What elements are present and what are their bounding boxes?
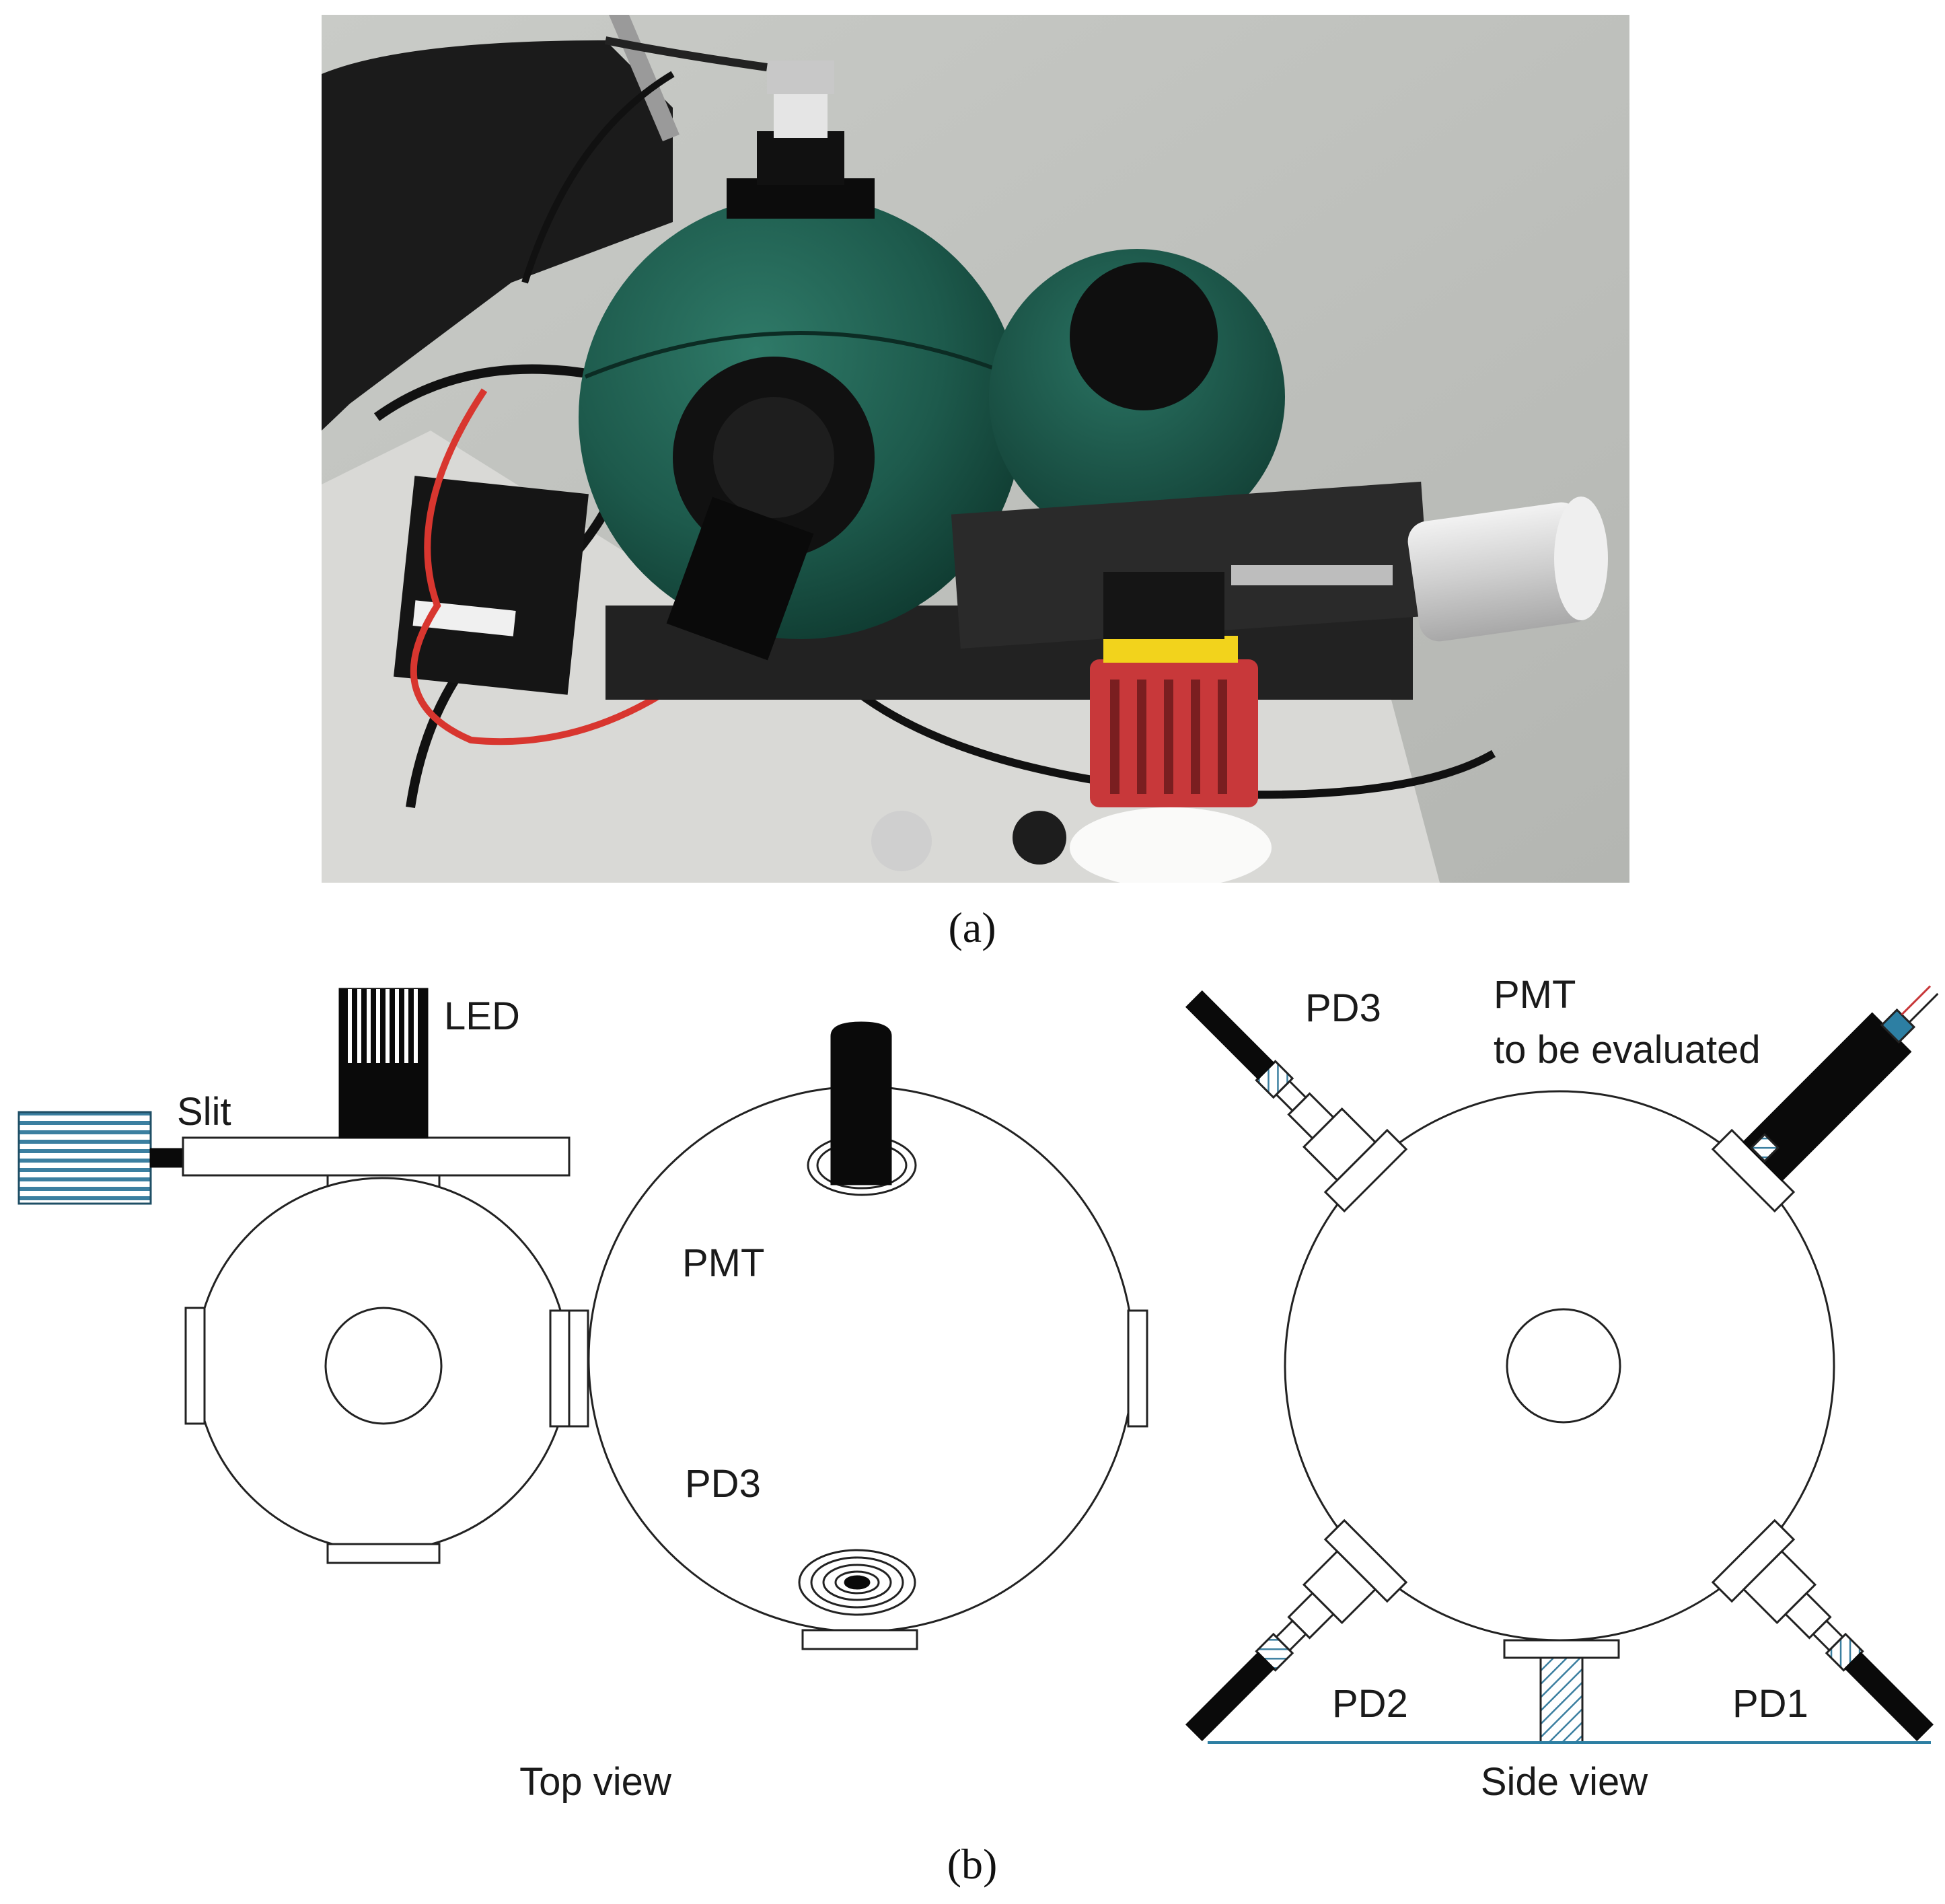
small-sphere-left-port [184, 1307, 206, 1425]
top-view-diagram: LED Slit PMT PD3 Top view [17, 988, 1148, 1804]
led-heatsink [338, 988, 429, 1139]
photo-cable [521, 71, 675, 284]
photo-red-cable [410, 388, 729, 745]
photo-top-port-neck [757, 131, 844, 185]
label-led: LED [444, 994, 520, 1038]
pd3-side-detector [1185, 990, 1408, 1213]
side-sphere-center-port [1506, 1308, 1621, 1424]
slit-connector [149, 1148, 184, 1168]
photo-red-fins [1110, 680, 1227, 794]
photo-front-port-inner [713, 397, 834, 518]
photo-silver-cylinder [1407, 502, 1593, 642]
pd3-ring-port [798, 1549, 916, 1616]
photo-led-neck [1103, 572, 1224, 639]
photo-front-tube [666, 497, 814, 661]
led-fins [348, 989, 418, 1063]
photo-slit-rod [1231, 565, 1393, 585]
slit-source-box [17, 1111, 152, 1205]
pmt-side-detector [1711, 985, 1939, 1213]
photo-yellow-warning-label [1103, 636, 1238, 663]
photo-silver-end [1554, 497, 1608, 620]
photo-bnc-elbow [767, 61, 834, 94]
small-sphere-center-port [324, 1307, 443, 1425]
label-pmt-top: PMT [682, 1241, 764, 1285]
top-view-title: Top view [519, 1760, 672, 1804]
side-view-diagram: PD3 PMT to be evaluated PD2 PD1 Side vie… [1185, 973, 1939, 1804]
photo-black-knob [1013, 811, 1066, 865]
pd1-side-detector [1711, 1518, 1934, 1741]
side-support-post [1539, 1656, 1584, 1744]
label-slit: Slit [177, 1090, 231, 1134]
photo-black-driver-box [394, 476, 589, 695]
sphere-junction-port-left [549, 1309, 571, 1428]
label-pmt-side-line1: PMT [1494, 973, 1576, 1017]
pmt-tube-top [830, 1021, 892, 1185]
label-pmt-side-line2: to be evaluated [1494, 1028, 1761, 1072]
photo-glare [1070, 807, 1272, 888]
photo-coin-battery [871, 811, 932, 871]
photo-slit-rail [951, 481, 1431, 649]
side-bottom-port [1503, 1639, 1620, 1659]
side-view-title: Side view [1481, 1760, 1648, 1804]
label-pd3-side: PD3 [1305, 986, 1381, 1030]
pd2-side-detector [1185, 1518, 1408, 1741]
small-sphere-bottom-port [326, 1543, 441, 1564]
photo-red-led-housing [1090, 659, 1258, 807]
large-sphere-bottom-port [801, 1629, 918, 1650]
photo-top-cable [604, 36, 768, 71]
large-sphere-right-port [1127, 1309, 1148, 1428]
photo-panel [322, 15, 1629, 888]
sphere-junction-port-right [568, 1309, 589, 1428]
photo-black-cloth [322, 40, 673, 431]
photo-sphere-seam [584, 331, 1017, 379]
label-pd3-top: PD3 [685, 1462, 761, 1506]
photo-small-sphere-port [1070, 262, 1218, 410]
slit-rail-plate [182, 1136, 571, 1177]
label-pd1-side: PD1 [1732, 1682, 1808, 1726]
caption-b: (b) [947, 1840, 998, 1888]
caption-a: (a) [948, 904, 996, 951]
label-pd2-side: PD2 [1332, 1682, 1408, 1726]
